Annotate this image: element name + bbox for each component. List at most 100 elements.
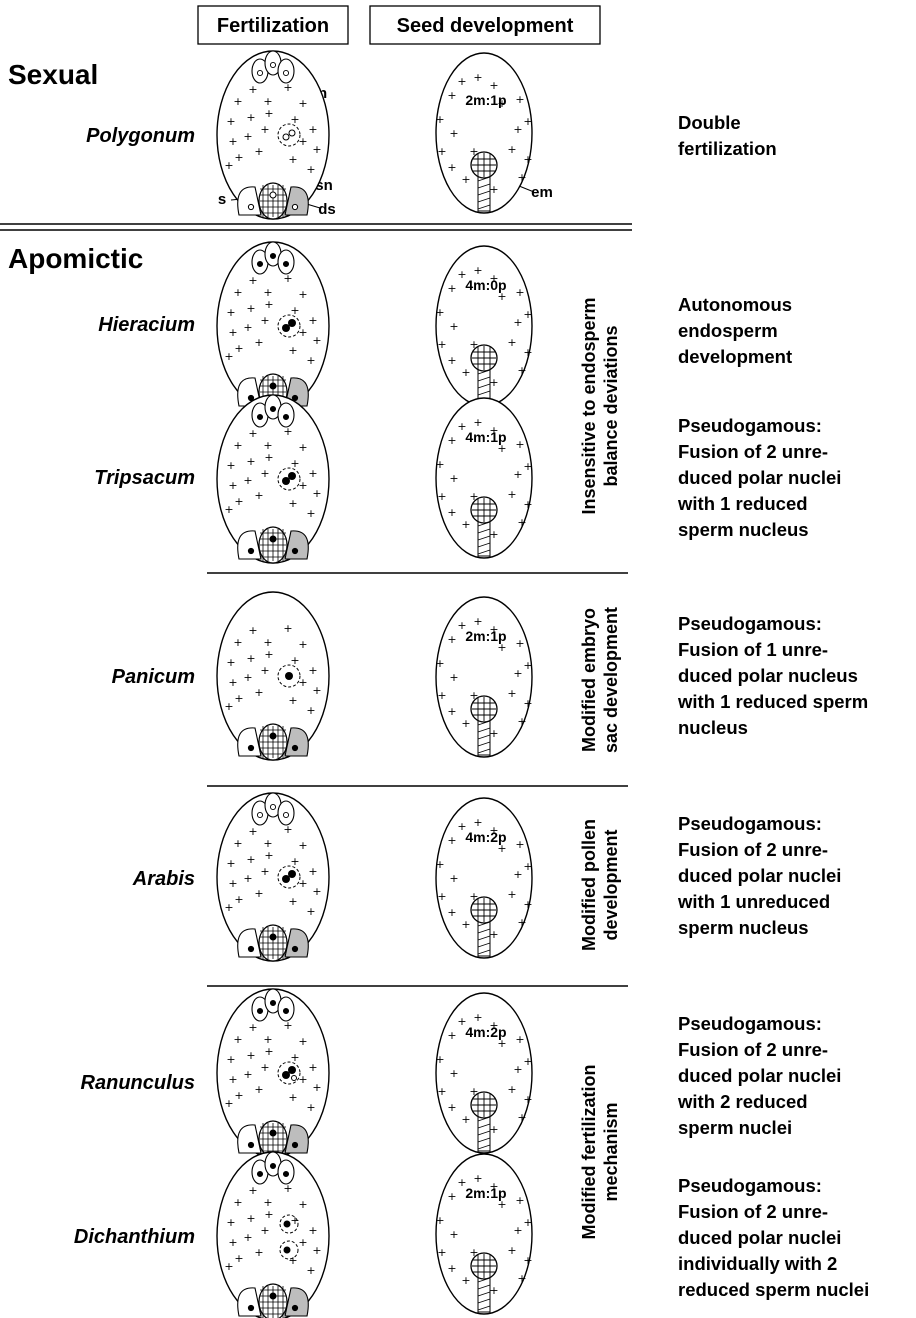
antipodal-nucleus <box>270 804 275 809</box>
synergid-nucleus <box>292 395 297 400</box>
cytoplasm-mark: + <box>306 1264 315 1277</box>
description-line: Pseudogamous: <box>678 1175 822 1196</box>
endosperm-mark: + <box>461 918 470 931</box>
antipodal-nucleus <box>283 1171 288 1176</box>
species-name: Dichanthium <box>74 1226 195 1248</box>
endosperm-mark: + <box>447 282 456 295</box>
endosperm-mark: + <box>515 1194 524 1207</box>
cytoplasm-mark: + <box>283 622 292 635</box>
description: Pseudogamous:Fusion of 2 unre-duced pola… <box>677 415 841 540</box>
synergid-nucleus <box>292 204 297 209</box>
endosperm-mark: + <box>447 1101 456 1114</box>
cytoplasm-mark: + <box>298 1035 307 1048</box>
endosperm-ratio: 4m:0p <box>465 277 506 293</box>
cytoplasm-mark: + <box>226 1053 235 1066</box>
description: Pseudogamous:Fusion of 1 unre-duced pola… <box>677 613 868 738</box>
endosperm-mark: + <box>447 705 456 718</box>
antipodal-nucleus <box>257 1008 262 1013</box>
antipodal-nucleus <box>257 1171 262 1176</box>
polar-nucleus <box>284 1221 291 1228</box>
cytoplasm-mark: + <box>264 107 273 120</box>
egg-nucleus <box>270 383 276 389</box>
cytoplasm-mark: + <box>254 145 263 158</box>
endosperm-mark: + <box>515 93 524 106</box>
seed: ++++++++++++++++++4m:2p <box>435 993 532 1153</box>
description-line: sperm nucleus <box>678 917 809 938</box>
sexual-section-title: Sexual <box>8 59 98 90</box>
description: Pseudogamous:Fusion of 2 unre-duced pola… <box>677 813 841 938</box>
synergid-nucleus <box>248 204 253 209</box>
endosperm-mark: + <box>449 472 458 485</box>
rows-layer: Polygonum+++++++++++++++++++++++++++++++… <box>74 51 869 1318</box>
cytoplasm-mark: + <box>243 671 252 684</box>
antipodal-nucleus <box>270 1163 275 1168</box>
cytoplasm-mark: + <box>234 1252 243 1265</box>
embryo-sac: ++++++++++++++++++++ <box>217 1152 329 1318</box>
cytoplasm-mark: + <box>234 342 243 355</box>
cytoplasm-mark: + <box>233 1033 242 1046</box>
group-label-line: Insensitive to endosperm <box>579 297 599 514</box>
cytoplasm-mark: + <box>290 457 299 470</box>
endosperm-ratio: 4m:2p <box>465 1024 506 1040</box>
endosperm-mark: + <box>435 306 444 319</box>
endosperm-ratio: 2m:1p <box>465 628 506 644</box>
antipodal-nucleus <box>270 406 275 411</box>
antipodal-nucleus <box>257 261 262 266</box>
antipodal-nucleus <box>283 70 288 75</box>
polar-nucleus <box>284 1247 291 1254</box>
endosperm-mark: + <box>447 89 456 102</box>
cytoplasm-mark: + <box>233 1196 242 1209</box>
endosperm-mark: + <box>515 286 524 299</box>
cytoplasm-mark: + <box>308 664 317 677</box>
endosperm-mark: + <box>437 1246 446 1259</box>
cytoplasm-mark: + <box>298 441 307 454</box>
cytoplasm-mark: + <box>224 901 233 914</box>
cytoplasm-mark: + <box>248 427 257 440</box>
cytoplasm-mark: + <box>260 467 269 480</box>
antipodal-nucleus <box>270 1000 275 1005</box>
cytoplasm-mark: + <box>226 1216 235 1229</box>
endosperm-mark: + <box>523 115 532 128</box>
endosperm-mark: + <box>473 71 482 84</box>
endosperm-mark: + <box>523 1216 532 1229</box>
cytoplasm-mark: + <box>234 692 243 705</box>
cytoplasm-mark: + <box>226 115 235 128</box>
endosperm-mark: + <box>489 528 498 541</box>
cytoplasm-mark: + <box>243 321 252 334</box>
group-label-2: Modified embryosac development <box>579 607 621 753</box>
cytoplasm-mark: + <box>233 837 242 850</box>
row-polygonum: Polygonum+++++++++++++++++++++++++++++++… <box>86 51 777 219</box>
endosperm-mark: + <box>461 717 470 730</box>
description: Pseudogamous:Fusion of 2 unre-duced pola… <box>678 1175 869 1300</box>
cytoplasm-mark: + <box>246 1049 255 1062</box>
cytoplasm-mark: + <box>288 344 297 357</box>
endosperm-mark: + <box>449 1067 458 1080</box>
embryo-sac: ++++++++++++++++++++ <box>217 51 329 219</box>
cytoplasm-mark: + <box>248 624 257 637</box>
endosperm-mark: + <box>435 1214 444 1227</box>
groups-layer: Insensitive to endospermbalance deviatio… <box>579 297 621 1239</box>
cytoplasm-mark: + <box>254 336 263 349</box>
endosperm-mark: + <box>461 366 470 379</box>
endosperm-mark: + <box>473 264 482 277</box>
endosperm-mark: + <box>435 657 444 670</box>
cytoplasm-mark: + <box>308 865 317 878</box>
description-line: Fusion of 2 unre- <box>678 1039 828 1060</box>
endosperm-mark: + <box>523 153 532 166</box>
cytoplasm-mark: + <box>246 652 255 665</box>
description: Pseudogamous:Fusion of 2 unre-duced pola… <box>677 1013 841 1138</box>
synergid-nucleus <box>248 395 253 400</box>
cytoplasm-mark: + <box>264 849 273 862</box>
endosperm-mark: + <box>507 336 516 349</box>
endosperm-mark: + <box>473 816 482 829</box>
row-tripsacum: Tripsacum+++++++++++++++++++++++++++++++… <box>94 395 841 563</box>
species-name: Panicum <box>112 666 195 688</box>
seed: ++++++++++++++++++2m:1p <box>435 53 532 213</box>
label-embryo: em <box>531 184 553 201</box>
label-degenerating-synergid: ds <box>318 201 336 218</box>
species-name: Arabis <box>132 868 195 890</box>
endosperm-mark: + <box>435 858 444 871</box>
cytoplasm-mark: + <box>260 1061 269 1074</box>
polar-nucleus <box>288 472 296 480</box>
